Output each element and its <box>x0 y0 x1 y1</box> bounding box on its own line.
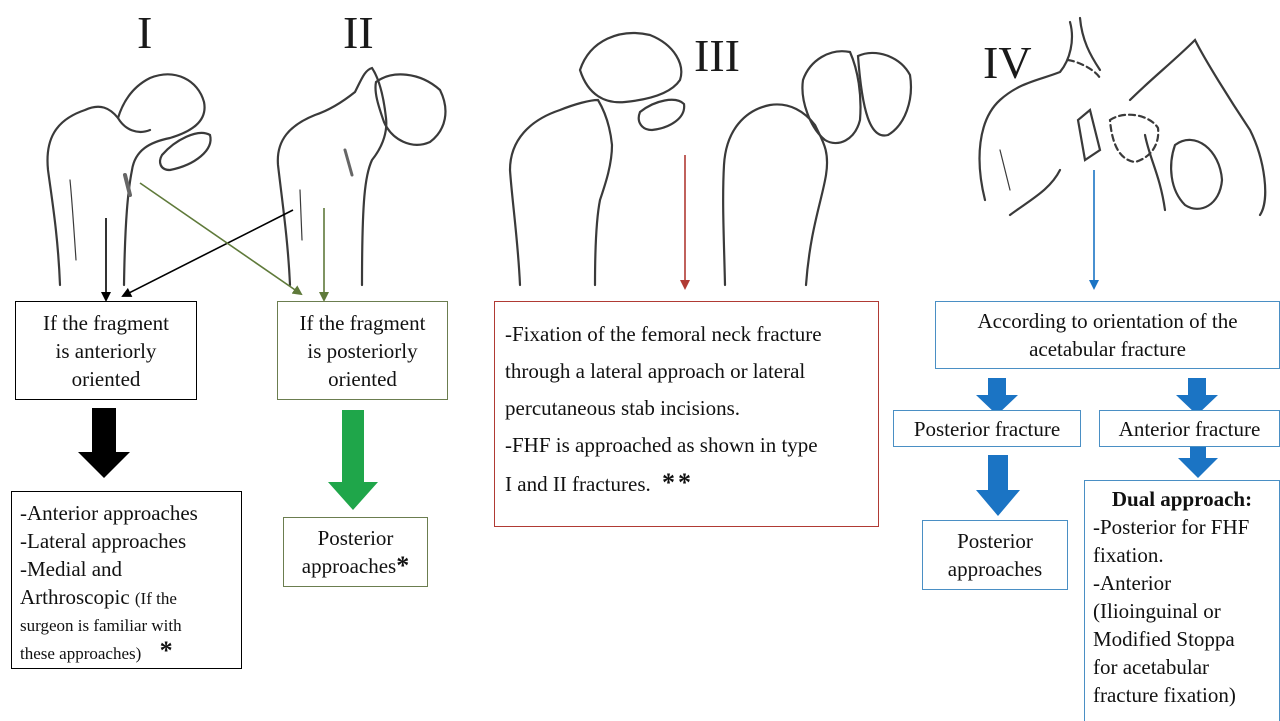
femur-sketch-type-2 <box>278 68 446 285</box>
posterior-fracture-box: Posterior fracture <box>893 410 1081 447</box>
fixation-line-2: through a lateral approach or lateral <box>505 353 878 390</box>
label-type-2: II <box>343 10 374 56</box>
dual-line-3: -Anterior <box>1093 569 1279 597</box>
asterisk-type-2: * <box>396 551 409 580</box>
fixation-last-text: I and II fractures. <box>505 472 651 496</box>
label-type-1: I <box>137 10 152 56</box>
posterior-approaches-line-1: Posterior <box>318 524 394 552</box>
fixation-line-3: percutaneous stab incisions. <box>505 390 878 427</box>
asterisk-type-1: * <box>160 636 173 665</box>
approach-medial: -Medial and <box>20 555 233 583</box>
anterior-fracture-label: Anterior fracture <box>1119 415 1261 443</box>
anterior-approaches-box: -Anterior approaches -Lateral approaches… <box>11 491 242 669</box>
anterior-fragment-line-1: If the fragment <box>43 309 169 337</box>
posterior-fracture-label: Posterior fracture <box>914 415 1060 443</box>
dual-line-5: Modified Stoppa <box>1093 625 1279 653</box>
dual-approach-box: Dual approach: -Posterior for FHF fixati… <box>1084 480 1280 721</box>
approach-lateral: -Lateral approaches <box>20 527 233 555</box>
dual-approach-title: Dual approach: <box>1093 485 1279 513</box>
dual-line-6: for acetabular <box>1093 653 1279 681</box>
dual-line-7: fracture fixation) <box>1093 681 1279 709</box>
dual-line-1: -Posterior for FHF <box>1093 513 1279 541</box>
posterior-approaches-type-4-box: Posterior approaches <box>922 520 1068 590</box>
orientation-line-1: According to orientation of the <box>977 307 1237 335</box>
posterior-approaches-text: approaches <box>302 554 396 578</box>
posterior-approaches-type-4-line-1: Posterior <box>957 527 1033 555</box>
block-arrow-black <box>78 408 130 478</box>
anterior-fragment-line-2: is anteriorly <box>56 337 157 365</box>
arrow-cross-to-posterior <box>140 183 301 294</box>
block-arrow-blue-dual <box>1178 443 1218 478</box>
anterior-fracture-box: Anterior fracture <box>1099 410 1280 447</box>
dual-line-4: (Ilioinguinal or <box>1093 597 1279 625</box>
acetabular-orientation-box: According to orientation of the acetabul… <box>935 301 1280 369</box>
orientation-line-2: acetabular fracture <box>1029 335 1186 363</box>
posterior-approaches-type-4-line-2: approaches <box>948 555 1042 583</box>
block-arrow-green <box>328 410 378 510</box>
fixation-line-4: -FHF is approached as shown in type <box>505 427 878 464</box>
approach-anterior: -Anterior approaches <box>20 499 233 527</box>
posterior-fragment-line-1: If the fragment <box>300 309 426 337</box>
fixation-line-5: I and II fractures. ** <box>505 464 878 503</box>
femur-sketch-type-1 <box>47 74 210 285</box>
asterisk-type-3: ** <box>662 468 694 497</box>
arthroscopic-label: Arthroscopic <box>20 585 130 609</box>
anterior-fragment-box: If the fragment is anteriorly oriented <box>15 301 197 400</box>
dual-line-2: fixation. <box>1093 541 1279 569</box>
fixation-line-1: -Fixation of the femoral neck fracture <box>505 316 878 353</box>
posterior-approaches-box: Posterior approaches* <box>283 517 428 587</box>
approach-arthroscopic: Arthroscopic (If the <box>20 583 233 611</box>
block-arrow-blue-posterior-result <box>976 455 1020 516</box>
femoral-neck-fixation-box: -Fixation of the femoral neck fracture t… <box>494 301 879 527</box>
arrow-cross-to-anterior <box>123 210 293 296</box>
surgeon-note-line-1: surgeon is familiar with <box>20 615 233 637</box>
arthroscopic-note: (If the <box>135 589 177 608</box>
label-type-4: IV <box>983 40 1032 86</box>
posterior-fragment-line-2: is posteriorly <box>307 337 417 365</box>
surgeon-note-line-2: these approaches) * <box>20 640 233 665</box>
posterior-fragment-line-3: oriented <box>328 365 397 393</box>
label-type-3: III <box>694 33 740 79</box>
surgeon-note-text: these approaches) <box>20 644 141 663</box>
anterior-fragment-line-3: oriented <box>72 365 141 393</box>
posterior-fragment-box: If the fragment is posteriorly oriented <box>277 301 448 400</box>
posterior-approaches-line-2: approaches* <box>302 552 409 580</box>
